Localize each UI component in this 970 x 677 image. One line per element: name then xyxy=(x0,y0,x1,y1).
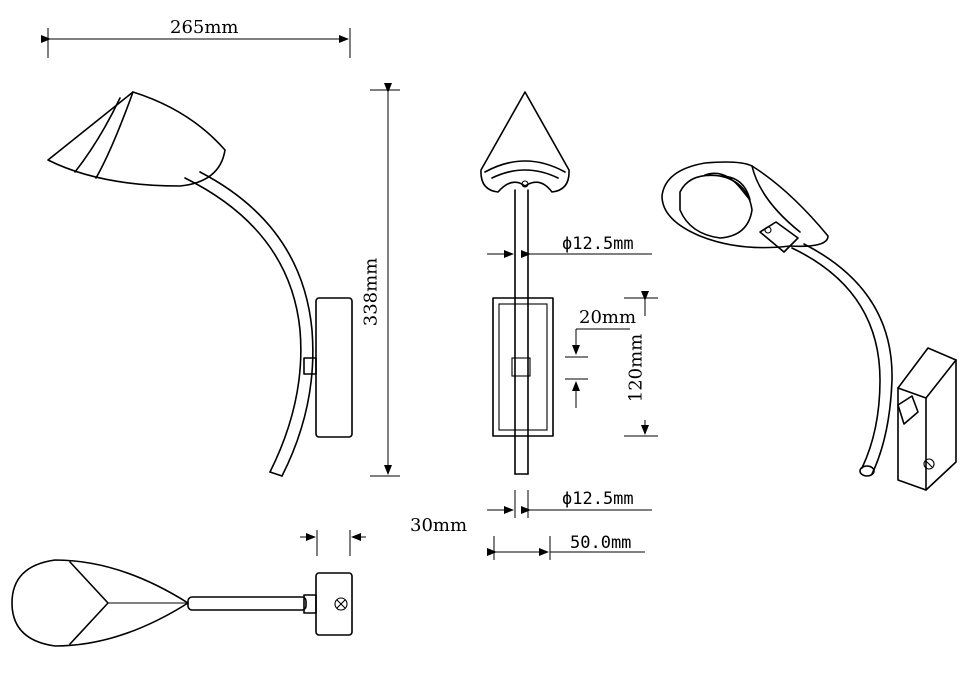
persp-arm xyxy=(791,247,881,469)
label-plate-depth: 30mm xyxy=(410,515,468,536)
dim-plate-width xyxy=(487,536,645,560)
label-diameter-upper: ϕ12.5mm xyxy=(562,234,634,254)
side-arm xyxy=(184,177,302,473)
top-plate xyxy=(315,572,353,636)
persp-plate xyxy=(897,347,957,491)
dim-height xyxy=(370,83,400,477)
perspective-view xyxy=(661,161,957,491)
label-width: 265mm xyxy=(170,17,239,38)
dim-width xyxy=(41,28,351,58)
dim-plate-depth xyxy=(300,530,366,556)
side-view xyxy=(47,91,353,477)
dim-offset xyxy=(565,328,630,408)
front-plate xyxy=(492,297,554,437)
persp-shade xyxy=(661,161,829,249)
front-view xyxy=(480,91,570,475)
label-diameter-lower: ϕ12.5mm xyxy=(562,489,634,509)
label-plate-width: 50.0mm xyxy=(570,533,632,553)
label-offset: 20mm xyxy=(579,307,637,328)
dim-plate-height xyxy=(624,291,658,437)
front-shade xyxy=(480,91,570,193)
top-shade xyxy=(11,559,189,647)
label-plate-height: 120mm xyxy=(625,333,647,403)
dim-diameter-lower xyxy=(487,490,652,518)
side-plate xyxy=(315,297,353,438)
label-height: 338mm xyxy=(360,257,382,327)
side-shade xyxy=(47,91,226,187)
top-view xyxy=(11,559,353,647)
